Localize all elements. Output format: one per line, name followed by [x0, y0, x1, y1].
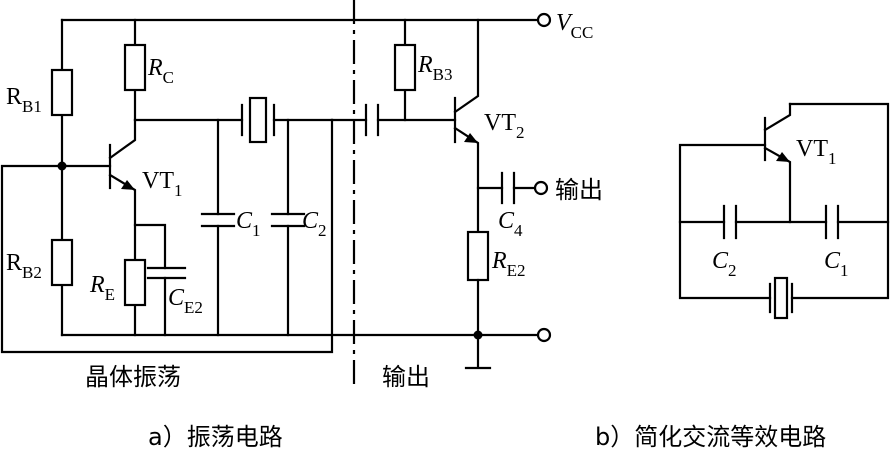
- vt2-label: VT: [484, 110, 516, 136]
- vt1-label: VT: [142, 168, 174, 194]
- c2-label: C: [302, 208, 319, 234]
- vcc-terminal: [536, 12, 552, 28]
- re-resistor: [123, 258, 147, 307]
- panel-b-caption: b）简化交流等效电路: [595, 423, 826, 451]
- re2-label: R: [491, 248, 507, 274]
- b-crystal: [773, 276, 789, 320]
- svg-text:C1: C1: [236, 208, 261, 240]
- crystal-a-plates: [240, 103, 276, 137]
- panel-a-caption: a）振荡电路: [148, 423, 283, 451]
- panel-a-oscillator-circuit: RB1 RB2 RC RE CE2 C1 C2 VT1 RB3 VT2 C4 R…: [0, 0, 603, 451]
- svg-text:C4: C4: [498, 208, 523, 240]
- vcc-sub: CC: [571, 23, 594, 42]
- svg-text:RE: RE: [89, 272, 115, 304]
- ground-stub: [464, 333, 492, 370]
- svg-text:C2: C2: [302, 208, 327, 240]
- vt1-emitter: [108, 173, 137, 227]
- b-vt1-collector: [763, 102, 792, 132]
- b-c1-capacitor: [824, 204, 840, 240]
- rb1-resistor: [50, 68, 74, 117]
- output-label: 输出: [555, 176, 603, 204]
- b-vt1-label: VT: [796, 136, 828, 162]
- c2-capacitor: [270, 212, 306, 228]
- svg-text:RC: RC: [147, 55, 174, 87]
- ce2-label: C: [168, 285, 185, 311]
- re-sub: E: [105, 285, 115, 304]
- rb3-sub: B3: [433, 65, 453, 84]
- c4-capacitor: [500, 171, 516, 205]
- ce2-capacitor: [146, 266, 187, 280]
- rb3-resistor: [393, 43, 417, 92]
- output-terminal: [533, 180, 549, 196]
- rc-sub: C: [163, 68, 174, 87]
- vt2-emitter-arrow: [464, 133, 478, 143]
- vt1-emitter-arrow: [121, 180, 135, 190]
- vt1-sub: 1: [174, 181, 183, 200]
- svg-text:VT1: VT1: [142, 168, 183, 200]
- rb2-resistor: [50, 238, 74, 287]
- b-crystal-plates: [768, 282, 794, 314]
- crystal-a: [248, 96, 268, 144]
- rc-resistor: [123, 43, 147, 92]
- svg-text:CE2: CE2: [168, 285, 203, 317]
- svg-text:C1: C1: [824, 248, 849, 280]
- b-c2-sub: 2: [728, 261, 737, 280]
- svg-text:RB2: RB2: [6, 250, 42, 282]
- rb2-label: R: [6, 250, 22, 276]
- b-c2-capacitor: [722, 204, 738, 240]
- vt2-collector: [453, 18, 480, 114]
- rc-label: R: [147, 55, 163, 81]
- c4-label: C: [498, 208, 515, 234]
- c1-sub: 1: [252, 221, 261, 240]
- svg-text:VCC: VCC: [556, 10, 593, 42]
- crystal-section-label: 晶体振荡: [85, 363, 181, 391]
- b-vt1-emitter-arrow: [776, 152, 790, 162]
- coupling-capacitor: [364, 103, 380, 137]
- c1-label: C: [236, 208, 253, 234]
- ce2-sub: E2: [184, 298, 203, 317]
- svg-text:RB1: RB1: [6, 84, 42, 116]
- svg-text:RB3: RB3: [417, 52, 453, 84]
- vt1-collector: [108, 118, 137, 160]
- feedback-loop-wire: [0, 118, 334, 354]
- rb3-label: R: [417, 52, 433, 78]
- re2-resistor: [466, 230, 490, 282]
- svg-text:VT1: VT1: [796, 136, 837, 168]
- re-label: R: [89, 272, 105, 298]
- panel-b-ac-equivalent: VT1 C2 C1 b）简化交流等效电路: [595, 102, 890, 451]
- vt2-sub: 2: [516, 123, 525, 142]
- c4-sub: 4: [514, 221, 523, 240]
- rb1-sub: B1: [22, 97, 42, 116]
- svg-text:VT2: VT2: [484, 110, 525, 142]
- emitter-network-wire: [133, 223, 167, 337]
- ground-terminal: [536, 327, 552, 343]
- b-c2-label: C: [712, 248, 729, 274]
- re2-sub: E2: [507, 261, 526, 280]
- rb1-label: R: [6, 84, 22, 110]
- vt2-emitter: [453, 126, 480, 234]
- vcc-label: V: [556, 10, 573, 36]
- c2-sub: 2: [318, 221, 327, 240]
- c1-capacitor: [200, 212, 236, 228]
- output-section-label: 输出: [382, 363, 430, 391]
- b-c1-sub: 1: [840, 261, 849, 280]
- b-top-wire: [788, 102, 890, 300]
- rb2-sub: B2: [22, 263, 42, 282]
- svg-text:RE2: RE2: [491, 248, 526, 280]
- b-vt1-sub: 1: [828, 149, 837, 168]
- svg-text:C2: C2: [712, 248, 737, 280]
- b-c1-label: C: [824, 248, 841, 274]
